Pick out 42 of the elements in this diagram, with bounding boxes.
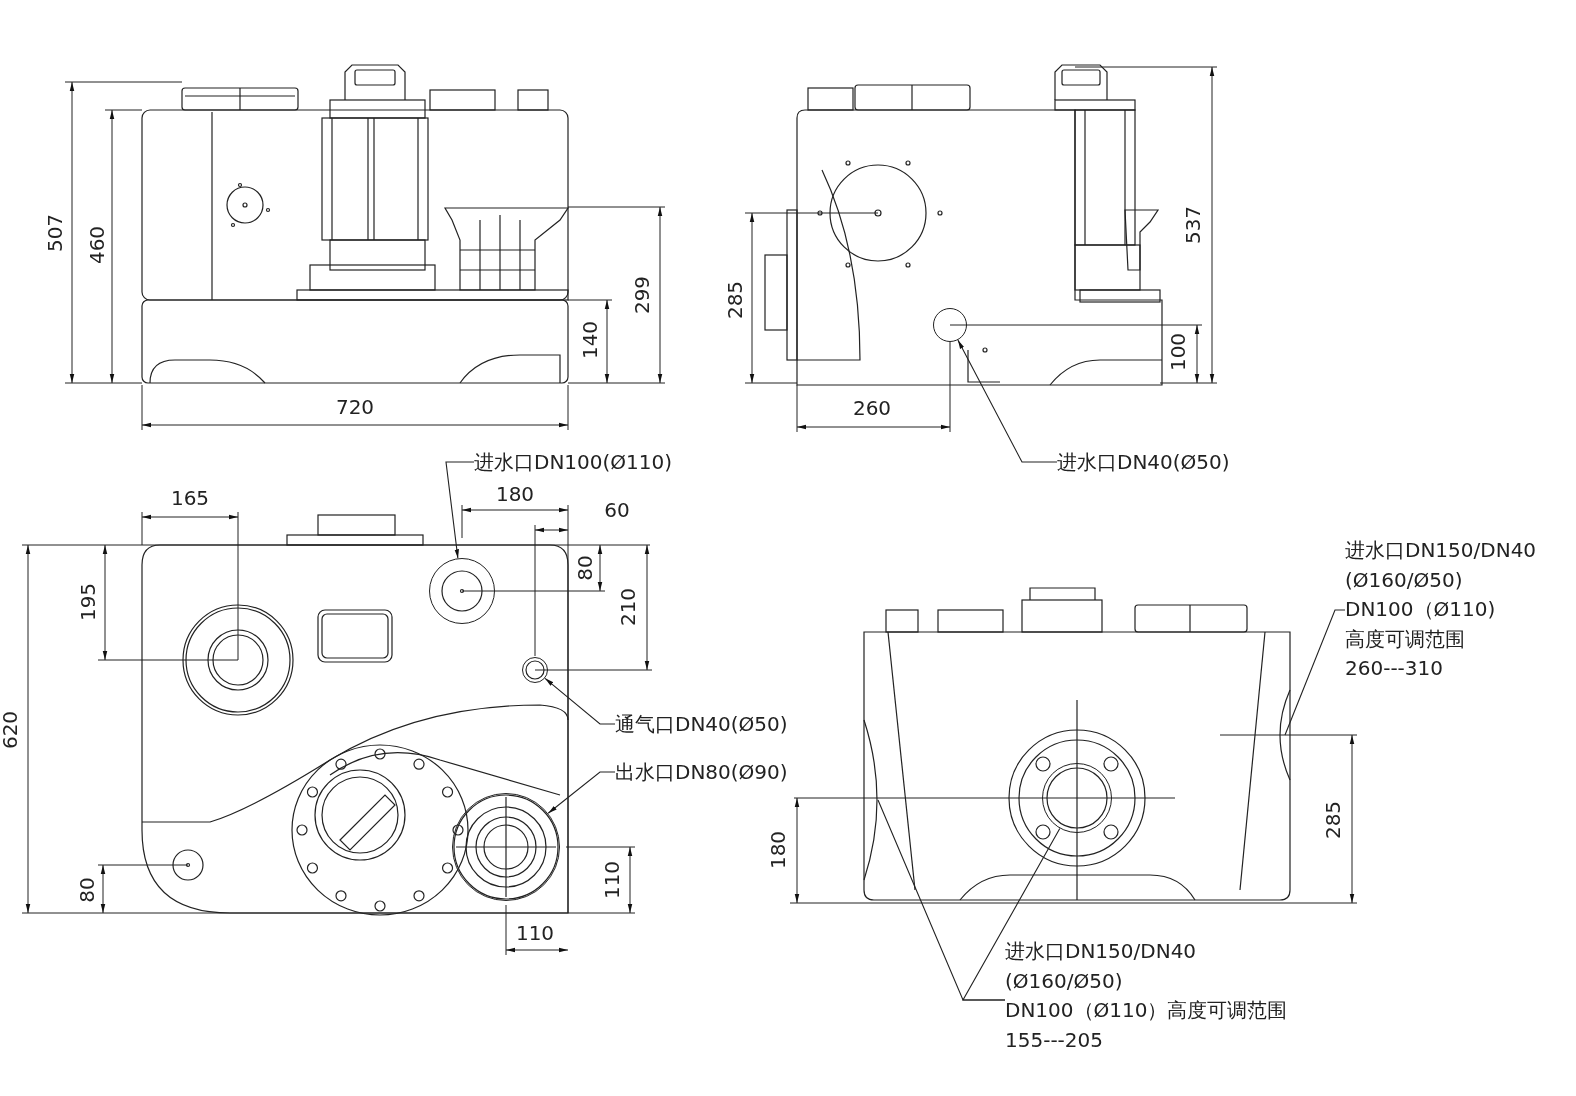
inlet-range-arc	[1280, 690, 1290, 780]
inlet-range-arc	[864, 720, 878, 880]
leader-line	[957, 339, 1058, 463]
dimension-value: 140	[579, 320, 601, 360]
dimension-value: 210	[617, 587, 639, 627]
callout-text: 260---310	[1345, 655, 1444, 682]
dimension-value: 60	[604, 499, 630, 521]
callout-text: 进水口DN100(Ø110)	[474, 450, 673, 474]
dimension-value: 620	[0, 710, 21, 750]
leader-line	[445, 461, 475, 559]
dimension-value: 80	[574, 555, 596, 581]
dimension-value: 110	[601, 860, 623, 900]
callout-text: 进水口DN150/DN40	[1345, 537, 1537, 564]
dimension-value: 195	[77, 582, 99, 622]
dimension-value: 507	[44, 213, 66, 253]
callout-text: (Ø160/Ø50)	[1345, 566, 1464, 594]
callout-text: DN100（Ø110）高度可调范围	[1005, 997, 1288, 1024]
callout-text: 通气口DN40(Ø50)	[615, 712, 788, 736]
callout-text: 155---205	[1005, 1026, 1104, 1054]
dimension-value: 285	[724, 280, 746, 320]
dimension-value: 80	[76, 877, 98, 903]
callout-text: 高度可调范围	[1345, 625, 1466, 653]
leader-line	[544, 677, 616, 725]
dimension-value: 299	[631, 275, 653, 315]
callout-text: 进水口DN150/DN40	[1005, 938, 1198, 965]
callout-text: DN100（Ø110)	[1345, 596, 1497, 623]
dimension-value: 180	[495, 483, 535, 505]
dimension-value: 180	[767, 830, 789, 870]
dimension-value: 260	[852, 397, 892, 419]
dimension-value: 537	[1182, 205, 1204, 245]
callout-text: (Ø160/Ø50)	[1005, 967, 1124, 995]
dimension-value: 110	[515, 922, 555, 944]
dimension-value: 285	[1322, 800, 1344, 840]
callout-text: 出水口DN80(Ø90)	[615, 760, 788, 784]
leader-line	[1284, 609, 1346, 736]
dimension-value: 460	[86, 225, 108, 265]
dimension-value: 165	[170, 487, 210, 509]
leader-line	[962, 827, 1061, 1001]
callout-text: 进水口DN40(Ø50)	[1057, 450, 1230, 474]
dimension-value: 100	[1167, 332, 1189, 372]
dimension-value: 720	[335, 396, 375, 418]
leader-line	[547, 771, 616, 814]
